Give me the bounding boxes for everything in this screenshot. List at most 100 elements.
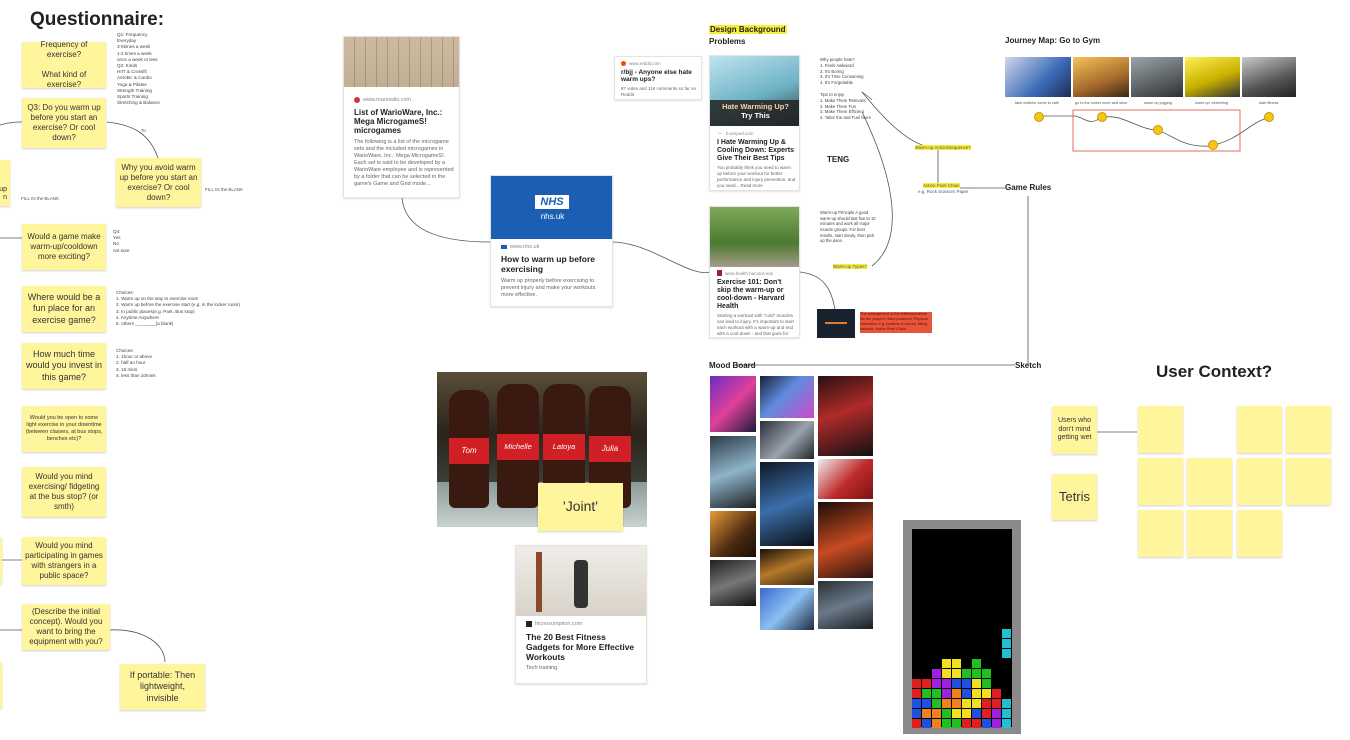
q4-options-note: Q4: Yes No not sure — [113, 229, 130, 253]
mood-img-9 — [710, 511, 756, 557]
tetris-block — [992, 709, 1001, 718]
mood-img-1 — [710, 376, 756, 432]
coke-bottle-2: Michelle — [497, 384, 539, 508]
empty-sticky[interactable] — [1237, 458, 1282, 505]
tetris-block — [942, 699, 951, 708]
tetris-block — [952, 709, 961, 718]
sticky-time-invest[interactable]: How much time would you invest in this g… — [22, 343, 106, 389]
overlay-line-2: Try This — [741, 111, 770, 120]
time-choices-note: Choices: 1. 1hour or above 2. half an ho… — [116, 348, 156, 378]
tetris-block — [982, 689, 991, 698]
sticky-partial-left[interactable]: up n — [0, 160, 10, 206]
tetris-block — [972, 709, 981, 718]
empty-sticky[interactable] — [1237, 510, 1282, 557]
tetris-block — [982, 699, 991, 708]
problems-label: Problems — [709, 37, 746, 46]
sticky-partial-left-2[interactable] — [0, 538, 2, 584]
tetris-block — [942, 709, 951, 718]
tetris-block — [1002, 629, 1011, 638]
harvard-shield-icon — [717, 270, 722, 276]
sticky-q3-warmup[interactable]: Q3: Do you warm up before you start an e… — [22, 98, 106, 148]
sticky-game-warmup[interactable]: Would a game make warm-up/cooldown more … — [22, 224, 106, 270]
sticky-portable[interactable]: If portable: Then lightweight, invisible — [120, 664, 205, 710]
empty-sticky[interactable] — [1138, 458, 1183, 505]
nhs-logo-sub: nhs.uk — [540, 212, 565, 221]
mood-img-7 — [818, 459, 873, 499]
empty-sticky[interactable] — [1187, 510, 1232, 557]
warmup-tips-card[interactable]: Hate Warming Up? Try This ↔b-amped.com I… — [709, 55, 800, 191]
tetris-block — [932, 719, 941, 728]
mood-img-10 — [760, 549, 814, 585]
tetris-block — [952, 669, 961, 678]
warmup-tips-source: b-amped.com — [726, 130, 754, 136]
empty-sticky[interactable] — [1187, 458, 1232, 505]
sticky-users-wet[interactable]: Users who don't mind getting wet — [1052, 406, 1097, 454]
design-background-label: Design Background — [709, 25, 787, 34]
sticky-fun-place[interactable]: Where would be a fun place for an exerci… — [22, 286, 106, 332]
journey-caption-2: go to the locker room and shoe — [1075, 101, 1128, 105]
highlight-action-pixel-chain: Action Pixel Chain — [923, 183, 960, 188]
tetris-block — [952, 679, 961, 688]
tetris-block — [962, 689, 971, 698]
tetris-block — [972, 679, 981, 688]
reddit-desc: 87 votes and 116 comments so far on Redd… — [621, 85, 696, 97]
gadgets-source: hiconsumption.com — [535, 621, 583, 627]
journey-caption-3: warm up jogging — [1144, 101, 1172, 105]
mood-img-4 — [760, 421, 814, 459]
tetris-block — [972, 689, 981, 698]
tetris-block — [922, 679, 931, 688]
gadgets-card[interactable]: hiconsumption.com The 20 Best Fitness Ga… — [515, 545, 647, 684]
questionnaire-title: Questionnaire: — [30, 9, 165, 30]
game-rules-label: Game Rules — [1005, 183, 1052, 192]
bottle-label-michelle: Michelle — [497, 434, 539, 460]
harvard-card[interactable]: www.health.harvard.edu Exercise 101: Don… — [709, 206, 800, 338]
sticky-why-avoid[interactable]: Why you avoid warm up before you start a… — [116, 158, 201, 207]
tetris-block — [932, 679, 941, 688]
stretching-photo: Hate Warming Up? Try This — [710, 56, 799, 126]
mood-img-2 — [760, 376, 814, 418]
mood-board-label: Mood Board — [709, 361, 756, 370]
nhs-card[interactable]: NHS nhs.uk www.nhs.uk How to warm up bef… — [490, 175, 613, 307]
empty-sticky[interactable] — [1138, 510, 1183, 557]
tetris-block — [942, 679, 951, 688]
sticky-partial-left-3[interactable] — [0, 662, 2, 708]
sticky-initial-concept[interactable]: (Describe the initial concept). Would yo… — [22, 604, 110, 650]
tetris-block — [922, 699, 931, 708]
journey-photo-2 — [1073, 57, 1129, 97]
tetris-block — [972, 659, 981, 668]
journey-caption-4: warm up: stretching — [1195, 101, 1229, 105]
empty-sticky[interactable] — [1237, 406, 1282, 453]
sticky-bus-stop[interactable]: Would you mind exercising/ fidgeting at … — [22, 467, 106, 517]
emotion-face-icon-5 — [1264, 112, 1274, 122]
tetris-block — [972, 699, 981, 708]
sticky-frequency[interactable]: Frequency of exercise? What kind of exer… — [22, 40, 106, 89]
partial-text-1: up — [0, 185, 7, 193]
warmup-principle-note: Warm-up Principle A good warm-up should … — [820, 210, 876, 244]
tetris-block — [982, 709, 991, 718]
sticky-joint[interactable]: 'Joint' — [538, 483, 623, 531]
tetris-block — [922, 709, 931, 718]
tetris-block — [922, 719, 931, 728]
highlight-warmup-types: Warm-up Types? — [833, 264, 868, 269]
red-highlight-note: The arrangement of the letters/numbers f… — [860, 312, 932, 333]
empty-sticky[interactable] — [1286, 458, 1331, 505]
sticky-strangers[interactable]: Would you mind participating in games wi… — [22, 537, 106, 585]
empty-sticky[interactable] — [1286, 406, 1331, 453]
empty-sticky[interactable] — [1138, 406, 1183, 453]
overlay-line-1: Hate Warming Up? — [722, 102, 789, 111]
nhs-source: www.nhs.uk — [510, 244, 540, 250]
tetris-block — [932, 699, 941, 708]
tetris-block — [962, 669, 971, 678]
reddit-title: r/bjj - Anyone else hate warm ups? — [621, 69, 692, 84]
mood-img-8 — [818, 502, 873, 578]
tetris-block — [922, 689, 931, 698]
wario-card[interactable]: www.mariowiki.com List of WarioWare, Inc… — [343, 36, 460, 198]
tetris-block — [962, 699, 971, 708]
tips-to-enjoy-note: Tips to enjoy 1. Make Them Relevant 2. M… — [820, 92, 872, 121]
user-context-title: User Context? — [1156, 362, 1273, 381]
reddit-card[interactable]: www.reddit.com r/bjj - Anyone else hate … — [614, 56, 702, 100]
boxing-photo — [516, 546, 646, 616]
sticky-tetris[interactable]: Tetris — [1052, 474, 1097, 520]
sticky-light-exercise[interactable]: Would you be open to some light exercise… — [22, 406, 106, 452]
edge-label-to: To — [141, 128, 146, 133]
